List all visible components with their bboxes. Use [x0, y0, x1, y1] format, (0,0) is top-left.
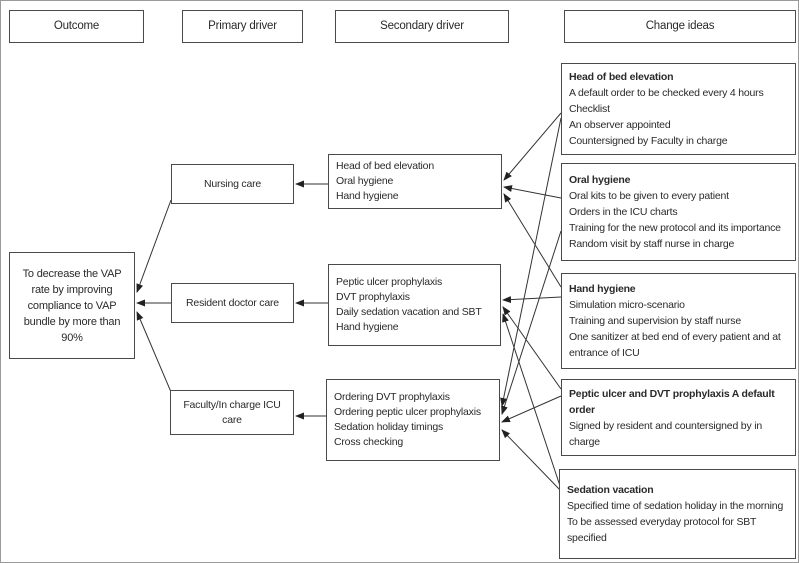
change-idea-item: Oral kits to be given to every patient [569, 190, 729, 202]
column-header-secondary-driver: Secondary driver [335, 10, 509, 43]
edge-change-sedation-to-secondary-faculty [501, 429, 562, 492]
secondary-driver-line: Oral hygiene [336, 175, 394, 187]
edge-change-prophylaxis-to-secondary-resident [502, 306, 562, 390]
change-idea-item: A default order to be checked every 4 ho… [569, 87, 764, 99]
secondary-driver-line: Daily sedation vacation and SBT [336, 306, 482, 318]
change-idea-item: One sanitizer at bed end of every patien… [569, 331, 781, 359]
primary-driver-label: Faculty/In charge ICU care [183, 398, 281, 426]
change-idea-head-of-bed-elevation: Head of bed elevation A default order to… [561, 63, 796, 155]
secondary-driver-line: Cross checking [334, 436, 403, 448]
primary-driver-faculty-icu-care: Faculty/In charge ICU care [170, 390, 294, 435]
outcome-text: To decrease the VAP rate by improving co… [22, 267, 122, 344]
secondary-driver-line: Sedation holiday timings [334, 421, 444, 433]
secondary-driver-nursing: Head of bed elevation Oral hygiene Hand … [328, 154, 502, 209]
edge-change-head-of-bed-to-secondary-nursing [503, 112, 562, 181]
change-idea-peptic-ulcer-dvt-prophylaxis: Peptic ulcer and DVT prophylaxis A defau… [561, 379, 796, 456]
secondary-driver-line: Ordering DVT prophylaxis [334, 391, 450, 403]
edge-change-oral-hygiene-to-secondary-faculty [501, 230, 562, 415]
column-header-outcome: Outcome [9, 10, 144, 43]
change-idea-item: Simulation micro-scenario [569, 299, 685, 311]
change-idea-item: Countersigned by Faculty in charge [569, 135, 728, 147]
edge-change-oral-hygiene-to-secondary-nursing [503, 185, 562, 199]
change-idea-title: Hand hygiene [569, 283, 636, 295]
change-idea-item: Signed by resident and countersigned by … [569, 419, 762, 448]
change-idea-title: Oral hygiene [569, 174, 631, 186]
change-idea-hand-hygiene: Hand hygiene Simulation micro-scenario T… [561, 273, 796, 369]
secondary-driver-line: Hand hygiene [336, 321, 399, 333]
primary-driver-resident-doctor-care: Resident doctor care [171, 283, 294, 323]
change-idea-item: To be assessed everyday protocol for SBT… [567, 516, 757, 544]
secondary-driver-faculty: Ordering DVT prophylaxis Ordering peptic… [326, 379, 500, 461]
change-idea-title: Sedation vacation [567, 484, 654, 496]
change-idea-item: Checklist [569, 103, 610, 115]
edge-change-head-of-bed-to-secondary-faculty [500, 117, 562, 407]
change-idea-item: An observer appointed [569, 119, 671, 131]
change-idea-item: Training and supervision by staff nurse [569, 315, 741, 327]
edge-change-hand-hygiene-to-secondary-nursing [503, 193, 562, 288]
column-header-primary-driver: Primary driver [182, 10, 303, 43]
change-idea-sedation-vacation: Sedation vacation Specified time of seda… [559, 469, 796, 559]
secondary-driver-line: Head of bed elevation [336, 160, 434, 172]
secondary-driver-line: Ordering peptic ulcer prophylaxis [334, 406, 481, 418]
edge-faculty-icu-care-to-outcome [136, 311, 172, 393]
edge-change-prophylaxis-to-secondary-faculty [501, 395, 562, 423]
primary-driver-label: Resident doctor care [186, 296, 279, 309]
change-idea-oral-hygiene: Oral hygiene Oral kits to be given to ev… [561, 163, 796, 261]
outcome-box: To decrease the VAP rate by improving co… [9, 252, 135, 359]
change-idea-title: Head of bed elevation [569, 71, 674, 83]
column-header-change-ideas: Change ideas [564, 10, 796, 43]
change-idea-title: Peptic ulcer and DVT prophylaxis A defau… [569, 387, 775, 416]
edge-change-hand-hygiene-to-secondary-resident [502, 296, 562, 304]
primary-driver-nursing-care: Nursing care [171, 164, 294, 204]
change-idea-item: Training for the new protocol and its im… [569, 222, 781, 234]
secondary-driver-resident: Peptic ulcer prophylaxis DVT prophylaxis… [328, 264, 501, 346]
edge-nursing-care-to-outcome [136, 199, 172, 293]
edge-change-sedation-to-secondary-resident [502, 313, 562, 490]
secondary-driver-line: Hand hygiene [336, 190, 399, 202]
secondary-driver-line: Peptic ulcer prophylaxis [336, 276, 443, 288]
change-idea-item: Orders in the ICU charts [569, 206, 678, 218]
change-idea-item: Specified time of sedation holiday in th… [567, 500, 784, 512]
change-idea-item: Random visit by staff nurse in charge [569, 238, 735, 250]
secondary-driver-line: DVT prophylaxis [336, 291, 410, 303]
primary-driver-label: Nursing care [203, 177, 262, 190]
